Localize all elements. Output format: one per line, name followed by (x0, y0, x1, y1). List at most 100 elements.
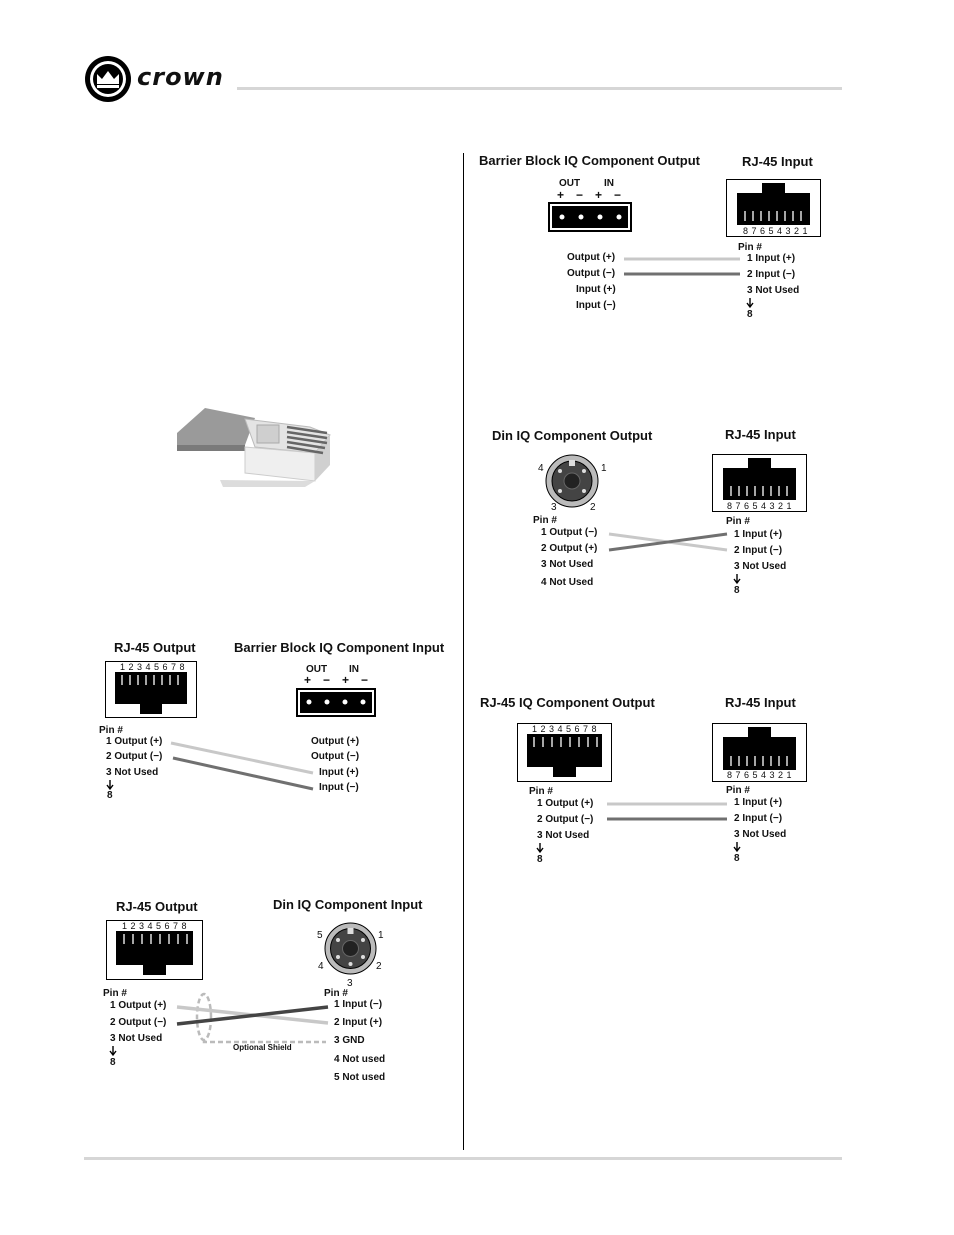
rj45-jack-icon (106, 920, 203, 980)
din-out-title: Din IQ Component Output (492, 428, 653, 443)
arrow-end: 8 (107, 790, 113, 801)
barrier-in-minus-2: − (361, 673, 369, 687)
right-label-2: 2 Input (+) (334, 1017, 383, 1028)
right-label-3: 3 GND (334, 1035, 365, 1046)
arrow-end: 8 (734, 585, 740, 596)
right-label-4: 4 Not used (334, 1054, 386, 1065)
barrier-out-plus-2: + (595, 188, 603, 202)
din-pin-1: 1 (378, 930, 384, 941)
left-label-1: Output (+) (567, 252, 616, 263)
left-label-2: 2 Output (−) (537, 814, 594, 825)
right-label-1: 1 Input (+) (734, 529, 783, 540)
rj45-iq-in-title: RJ-45 Input (725, 695, 796, 710)
barrier-in-out-label: OUT (306, 664, 328, 675)
rj45-jack-icon (712, 454, 807, 512)
right-label-3: 3 Not Used (734, 561, 787, 572)
barrier-block-terminal-icon (548, 202, 632, 232)
pin-header: Pin # (738, 242, 762, 253)
shield-label: Optional Shield (233, 1043, 292, 1052)
barrier-in-title: Barrier Block IQ Component Input (234, 640, 445, 655)
left-label-3: Input (+) (576, 284, 616, 295)
right-label-2: 2 Input (−) (734, 813, 783, 824)
barrier-in-plus-1: + (304, 673, 312, 687)
left-pin-header: Pin # (533, 515, 557, 526)
left-label-4: Input (−) (576, 300, 616, 311)
barrier-out-title: Barrier Block IQ Component Output (479, 153, 701, 168)
barrier-in-plus-2: + (342, 673, 350, 687)
right-label-1: 1 Input (−) (334, 999, 383, 1010)
rj45-out-din-title: RJ-45 Output (116, 899, 198, 914)
right-pin-header: Pin # (726, 516, 750, 527)
din-pin-2: 2 (590, 502, 596, 513)
rj45-jack-numbers: 8 7 6 5 4 3 2 1 (743, 226, 809, 236)
left-label-2: 2 Output (−) (110, 1017, 167, 1028)
rj45-jack-icon (712, 723, 807, 782)
din-in-title: Din IQ Component Input (273, 897, 423, 912)
barrier-out-rj45-title: RJ-45 Input (742, 154, 813, 169)
left-label-4: 4 Not Used (541, 577, 594, 588)
barrier-in-in-label: IN (349, 664, 359, 675)
rj45-out-barrier-title: RJ-45 Output (114, 640, 196, 655)
barrier-in-minus-1: − (323, 673, 331, 687)
din-connector-icon (324, 922, 377, 975)
left-label-2: 2 Output (+) (541, 543, 598, 554)
din-connector-icon (545, 454, 599, 508)
right-label-2: 2 Input (−) (747, 269, 796, 280)
rj45-jack-icon (105, 661, 197, 718)
din-pin-3: 3 (551, 502, 557, 513)
rj45-plug-illustration (175, 405, 335, 490)
crown-logo-icon (83, 54, 133, 104)
din-pin-5: 5 (317, 930, 323, 941)
barrier-out-minus-1: − (576, 188, 584, 202)
din-pin-2: 2 (376, 961, 382, 972)
right-label-1: Output (+) (311, 736, 360, 747)
column-divider (463, 153, 464, 1150)
arrow-end: 8 (110, 1057, 116, 1068)
right-label-1: 1 Input (+) (734, 797, 783, 808)
right-label-4: Input (−) (319, 782, 359, 793)
left-label-1: 1 Output (+) (110, 1000, 167, 1011)
din-pin-3: 3 (347, 978, 353, 989)
barrier-block-terminal-icon (296, 688, 376, 717)
rj45-jack-icon (517, 723, 612, 782)
din-pin-1: 1 (601, 463, 607, 474)
din-out-rj45-title: RJ-45 Input (725, 427, 796, 442)
brand-wordmark: crown (137, 63, 224, 91)
arrow-end: 8 (747, 309, 753, 320)
arrow-end-right: 8 (734, 853, 740, 864)
rj45-jack-numbers: 1 2 3 4 5 6 7 8 (122, 921, 188, 931)
left-label-3: 3 Not Used (541, 559, 594, 570)
barrier-out-in-label: IN (604, 178, 614, 189)
right-label-2: Output (−) (311, 751, 360, 762)
barrier-out-out-label: OUT (559, 178, 581, 189)
rj45-jack-numbers: 1 2 3 4 5 6 7 8 (120, 662, 186, 672)
arrow-end-left: 8 (537, 854, 543, 865)
din-pin-4: 4 (318, 961, 324, 972)
left-label-2: Output (−) (567, 268, 616, 279)
left-label-3: 3 Not Used (537, 830, 590, 841)
right-pin-header: Pin # (726, 785, 750, 796)
right-label-1: 1 Input (+) (747, 253, 796, 264)
left-label-1: 1 Output (+) (537, 798, 594, 809)
left-label-1: 1 Output (−) (541, 527, 598, 538)
left-label-1: 1 Output (+) (106, 736, 163, 747)
rj45-iq-out-title: RJ-45 IQ Component Output (480, 695, 655, 710)
barrier-out-minus-2: − (614, 188, 622, 202)
right-label-3: 3 Not Used (747, 285, 800, 296)
pin-header: Pin # (99, 725, 123, 736)
right-label-3: Input (+) (319, 767, 359, 778)
rj45-jack-icon (726, 179, 821, 237)
left-label-3: 3 Not Used (110, 1033, 163, 1044)
barrier-out-plus-1: + (557, 188, 565, 202)
footer-rule (84, 1157, 842, 1160)
left-label-2: 2 Output (−) (106, 751, 163, 762)
din-pin-4: 4 (538, 463, 544, 474)
right-label-5: 5 Not used (334, 1072, 386, 1083)
left-label-3: 3 Not Used (106, 767, 159, 778)
right-pin-header: Pin # (324, 988, 348, 999)
left-pin-header: Pin # (529, 786, 553, 797)
left-pin-header: Pin # (103, 988, 127, 999)
right-label-2: 2 Input (−) (734, 545, 783, 556)
header-rule (237, 87, 842, 90)
rj45-jack-numbers-right: 8 7 6 5 4 3 2 1 (727, 770, 793, 780)
